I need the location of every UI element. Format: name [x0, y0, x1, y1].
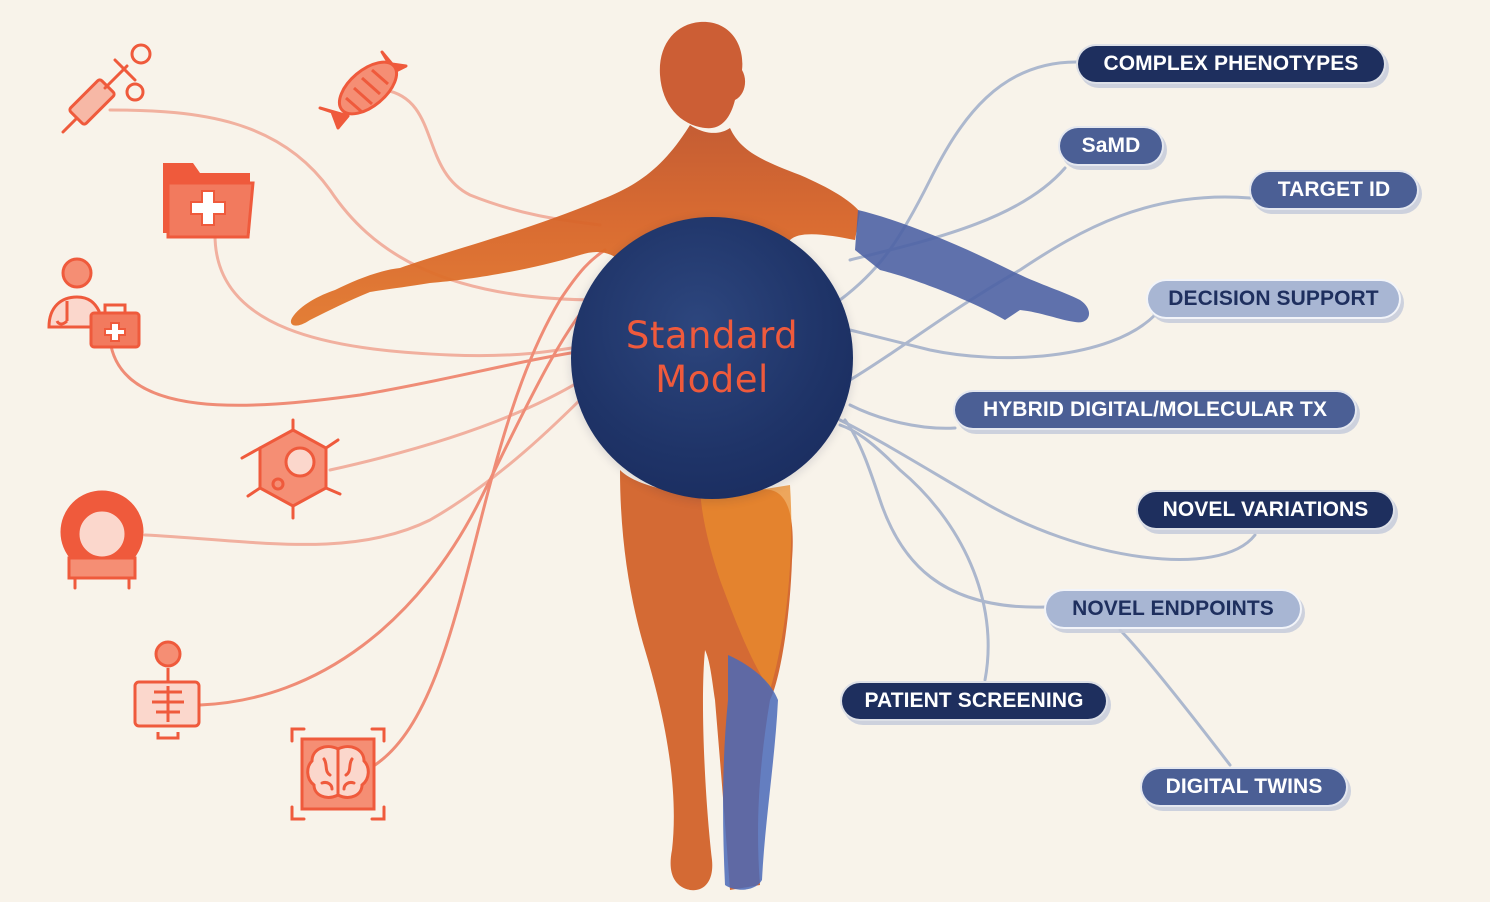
connector-hybrid [848, 403, 957, 430]
virus-cell-icon [240, 418, 342, 520]
label-decision-support[interactable]: DECISION SUPPORT [1146, 279, 1401, 319]
connector-novel-endpoints [843, 418, 1047, 609]
label-complex-phenotypes[interactable]: COMPLEX PHENOTYPES [1076, 44, 1386, 84]
label-novel-variations[interactable]: NOVEL VARIATIONS [1136, 490, 1395, 530]
connector-folder [213, 233, 592, 358]
label-hybrid-digital-molecular-tx[interactable]: HYBRID DIGITAL/MOLECULAR TX [953, 390, 1357, 430]
hub-title-line1: Standard [625, 314, 799, 357]
connector-decision-support [848, 313, 1157, 360]
connector-xray [198, 288, 602, 707]
brain-scan-icon [290, 727, 386, 821]
connector-digital-twins [1118, 628, 1232, 767]
connector-virus [328, 373, 592, 472]
connector-mri [143, 388, 592, 546]
syringe-icon [61, 43, 152, 134]
medical-folder-icon [163, 163, 255, 239]
label-digital-twins[interactable]: DIGITAL TWINS [1140, 767, 1348, 807]
label-target-id[interactable]: TARGET ID [1249, 170, 1419, 210]
pill-capsule-icon [318, 50, 408, 130]
connector-patient-screening [838, 423, 990, 682]
connector-doctor [108, 338, 592, 407]
connector-novel-variations [838, 418, 1257, 561]
connector-target-id [848, 195, 1252, 382]
doctor-kit-icon [47, 257, 141, 349]
mri-scanner-icon [60, 490, 144, 590]
connector-complex-phenotypes [838, 60, 1082, 302]
standard-model-hub: Standard Model [571, 217, 853, 499]
hub-title-line2: Model [655, 358, 769, 401]
label-patient-screening[interactable]: PATIENT SCREENING [840, 681, 1108, 721]
connector-brain [373, 248, 607, 767]
xray-person-icon [133, 640, 201, 740]
connector-syringe [108, 108, 602, 302]
label-novel-endpoints[interactable]: NOVEL ENDPOINTS [1044, 589, 1302, 629]
label-samd[interactable]: SaMD [1058, 126, 1164, 166]
